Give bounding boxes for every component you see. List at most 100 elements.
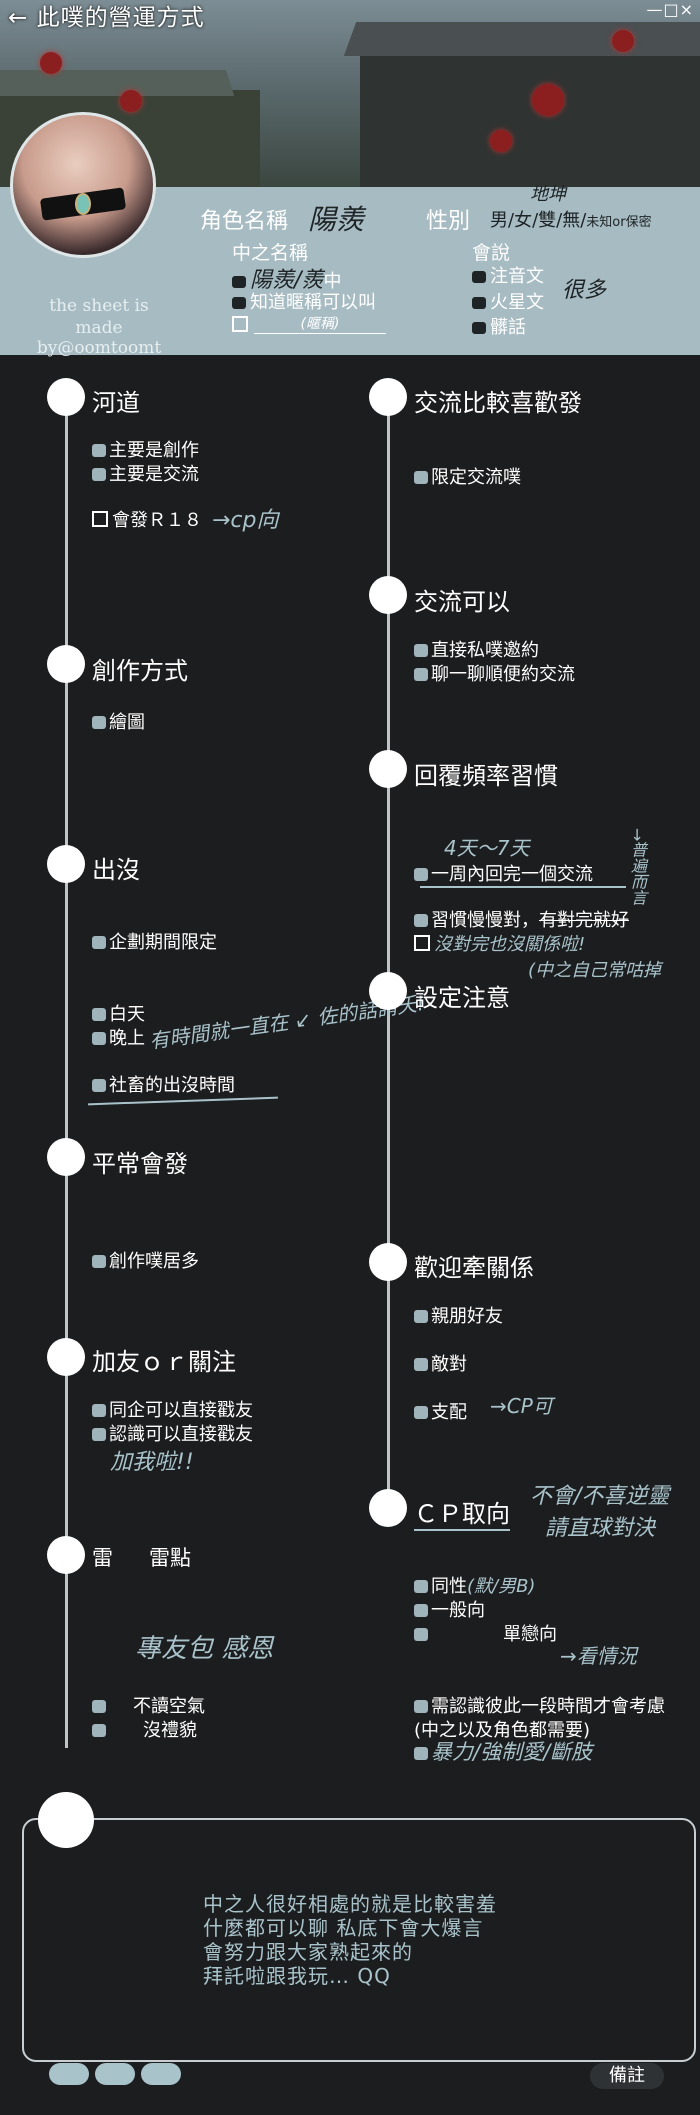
list-item: 敵對 bbox=[414, 1350, 467, 1376]
list-item: 習慣慢慢對，有對完就好 bbox=[414, 906, 629, 932]
list-item: (中之以及角色都需要) bbox=[414, 1720, 591, 1741]
underline-stroke bbox=[88, 1096, 278, 1106]
intro-line: 會努力跟大家熟起來的 bbox=[203, 1940, 413, 1964]
timeline-node bbox=[369, 1489, 407, 1527]
timeline-node bbox=[47, 1536, 85, 1574]
timeline-node bbox=[47, 378, 85, 416]
page-title: ← 此噗的營運方式 bbox=[8, 0, 205, 32]
list-item: 暴力/強制愛/斷肢 bbox=[414, 1736, 592, 1766]
nickname-option: (暱稱) bbox=[232, 313, 386, 334]
handwritten-note: 加我啦!! bbox=[110, 1450, 194, 1475]
timeline-node bbox=[38, 1792, 94, 1848]
timeline-node bbox=[369, 1243, 407, 1281]
list-item: 白天 bbox=[92, 1000, 145, 1026]
section-title: 歡迎牽關係 bbox=[414, 1254, 534, 1282]
handwritten-note: →看情況 bbox=[560, 1644, 637, 1668]
timeline-node bbox=[369, 576, 407, 614]
list-item: 親朋好友 bbox=[414, 1302, 503, 1328]
timeline-node bbox=[369, 750, 407, 788]
intro-panel bbox=[22, 1818, 696, 2062]
empty-checkbox-icon bbox=[232, 316, 248, 332]
list-item: 同性(默/男B) bbox=[414, 1572, 535, 1598]
list-item: 直接私噗邀約 bbox=[414, 636, 539, 662]
section-title: 交流可以 bbox=[414, 588, 510, 616]
list-item: 限定交流噗 bbox=[414, 463, 521, 489]
handwritten-note: →普遍而言 bbox=[628, 828, 647, 906]
left-timeline bbox=[65, 400, 68, 1748]
section-title: 交流比較喜歡發 bbox=[414, 389, 582, 417]
list-item: 聊一聊順便約交流 bbox=[414, 660, 575, 686]
section-title: 回覆頻率習慣 bbox=[414, 762, 558, 790]
credit-line: made by@oomtoomt bbox=[36, 318, 162, 358]
intro-line: 什麼都可以聊 私底下會大爆言 bbox=[203, 1916, 484, 1940]
section-title: 設定注意 bbox=[414, 984, 510, 1012]
list-item: 沒對完也沒關係啦! bbox=[414, 930, 585, 956]
list-item: 晚上 bbox=[92, 1024, 145, 1050]
list-item: 繪圖 bbox=[92, 708, 145, 734]
list-item: 不讀空氣 bbox=[92, 1692, 205, 1718]
language-option: 火星文 bbox=[472, 288, 544, 314]
timeline-node bbox=[47, 845, 85, 883]
section-title: ＣＰ取向 bbox=[414, 1494, 510, 1531]
list-item: 沒禮貌 bbox=[92, 1716, 197, 1742]
list-item: 企劃期間限定 bbox=[92, 928, 217, 954]
intro-line: 拜託啦跟我玩… QQ bbox=[203, 1964, 391, 1988]
role-name-label: 角色名稱 bbox=[200, 209, 289, 234]
check-icon bbox=[232, 276, 246, 288]
right-timeline bbox=[387, 400, 390, 1508]
section-title: 河道 bbox=[92, 389, 140, 417]
list-item: 支配 bbox=[414, 1398, 467, 1424]
handwritten-note: 請直球對決 bbox=[545, 1516, 656, 1541]
language-option: 注音文 bbox=[472, 262, 544, 288]
check-icon bbox=[472, 322, 486, 334]
role-name-value: 陽羨 bbox=[308, 203, 365, 236]
language-option: 髒話 bbox=[472, 313, 526, 339]
timeline-node bbox=[369, 972, 407, 1010]
timeline-node bbox=[369, 378, 407, 416]
list-item: 主要是創作 bbox=[92, 436, 199, 462]
check-icon bbox=[472, 297, 486, 309]
gender-options: 男/女/雙/無/未知or保密 bbox=[490, 210, 652, 231]
list-item: 需認識彼此一段時間才會考慮 bbox=[414, 1692, 665, 1718]
handwritten-note: 不會/不喜逆靈 bbox=[530, 1484, 670, 1509]
list-item: 單戀向 bbox=[414, 1620, 557, 1646]
page-indicator[interactable] bbox=[95, 2063, 135, 2085]
gender-label: 性別 bbox=[426, 209, 471, 234]
nickname-option: 知道暱稱可以叫 bbox=[232, 288, 376, 314]
list-item: 一般向 bbox=[414, 1596, 485, 1622]
section-title: 出沒 bbox=[92, 856, 140, 884]
handwritten-note: (中之自己常咕掉 bbox=[528, 960, 662, 981]
page-indicator[interactable] bbox=[141, 2063, 181, 2085]
section-title: 雷雷點 bbox=[92, 1546, 191, 1570]
nickname-option: 陽羨/羨中 bbox=[232, 262, 341, 294]
timeline-node bbox=[47, 1338, 85, 1376]
nickname-label: 中之名稱 bbox=[232, 242, 309, 264]
section-title: 創作方式 bbox=[92, 657, 188, 685]
list-item: 同企可以直接戳友 bbox=[92, 1396, 253, 1422]
credit-line: the sheet is bbox=[49, 296, 149, 316]
intro-line: 中之人很好相處的就是比較害羞 bbox=[203, 1892, 497, 1916]
handwritten-note: →CP可 bbox=[490, 1394, 553, 1418]
list-item: 認識可以直接戳友 bbox=[92, 1420, 253, 1446]
list-item: 創作噗居多 bbox=[92, 1247, 199, 1273]
check-icon bbox=[472, 271, 486, 283]
back-arrow-icon[interactable]: ← bbox=[8, 5, 29, 31]
section-title: 加友ｏｒ關注 bbox=[92, 1348, 236, 1376]
window-controls[interactable]: —□× bbox=[646, 0, 694, 19]
timeline-node bbox=[47, 1138, 85, 1176]
timeline-node bbox=[47, 645, 85, 683]
list-item: 一周內回完一個交流 bbox=[414, 860, 593, 886]
underline-stroke bbox=[420, 886, 626, 888]
list-item: 主要是交流 bbox=[92, 460, 199, 486]
avatar bbox=[10, 112, 156, 258]
section-title: 平常會發 bbox=[92, 1150, 188, 1178]
handwritten-note: 4天〜7天 bbox=[444, 836, 530, 860]
gender-handwritten: 地坤 bbox=[530, 184, 566, 205]
title-text: 此噗的營運方式 bbox=[36, 5, 205, 31]
memo-button[interactable]: 備註 bbox=[590, 2063, 664, 2089]
page-indicator[interactable] bbox=[49, 2063, 89, 2085]
language-handwritten: 很多 bbox=[562, 278, 607, 303]
language-label: 會說 bbox=[472, 242, 511, 264]
list-item: 社畜的出沒時間 bbox=[92, 1071, 235, 1097]
list-item: 會發Ｒ１８ bbox=[92, 506, 202, 532]
